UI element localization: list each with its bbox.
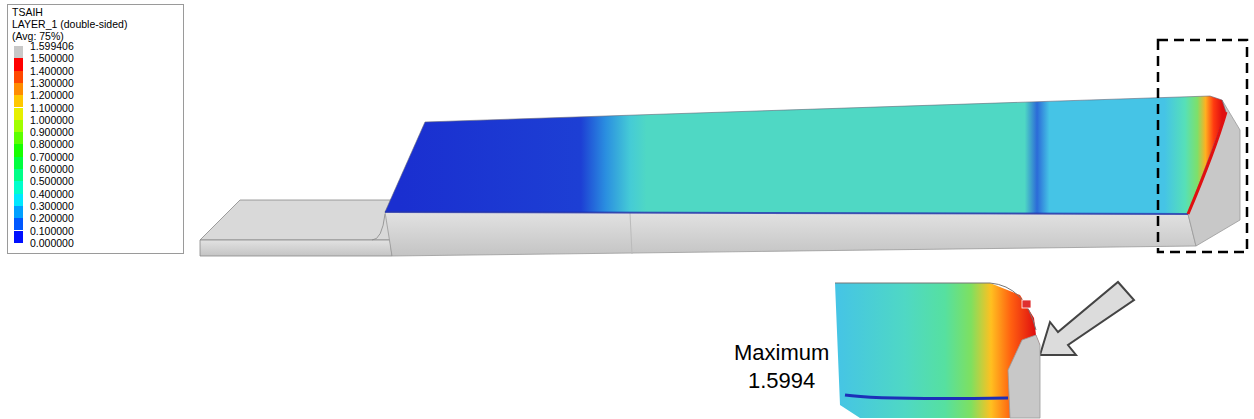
legend-value: 0.900000 [30,126,74,138]
legend-swatch [14,194,23,206]
legend-heading: TSAIH [12,6,43,18]
legend-swatch [14,218,23,230]
legend-swatch [14,120,23,132]
legend-swatch [14,157,23,169]
legend-swatch [14,71,23,83]
legend-swatch [14,46,23,58]
legend-swatch [14,181,23,193]
legend-swatch [14,58,23,70]
legend-swatch [14,206,23,218]
legend-value: 0.800000 [30,138,74,150]
legend-value: 0.500000 [30,175,74,187]
legend-swatch [14,95,23,107]
legend-value: 1.500000 [30,52,74,64]
legend-swatch [14,132,23,144]
legend-value: 1.300000 [30,77,74,89]
legend-subheading: LAYER_1 (double-sided) [12,18,127,30]
legend-swatch [14,169,23,181]
legend-value: 0.100000 [30,225,74,237]
callout-text: Maximum [734,340,829,366]
legend-value: 1.100000 [30,102,74,114]
callout-text: 1.5994 [748,368,815,394]
legend-swatch [14,144,23,156]
legend-value: 1.400000 [30,65,74,77]
legend-value: 0.700000 [30,151,74,163]
legend-value: 1.000000 [30,114,74,126]
legend-value: 1.200000 [30,89,74,101]
legend-value: 0.600000 [30,163,74,175]
legend-value: 0.400000 [30,188,74,200]
legend-swatch [14,231,23,243]
legend-value: 0.200000 [30,212,74,224]
legend-value: 0.300000 [30,200,74,212]
legend-value: 0.000000 [30,237,74,249]
legend-swatch [14,108,23,120]
legend-swatch [14,83,23,95]
legend-value: 1.599406 [30,40,74,52]
